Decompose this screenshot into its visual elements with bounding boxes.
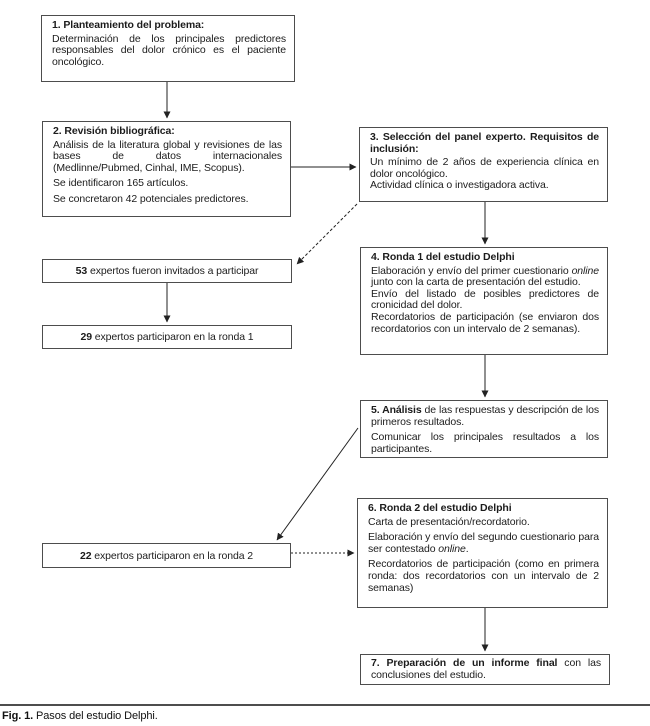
- step7-body: 7. Preparación de un informe final con l…: [371, 657, 601, 681]
- figure-caption: Fig. 1. Pasos del estudio Delphi.: [2, 710, 158, 722]
- arrow-step5-to-round2: [276, 427, 359, 541]
- experts-round1-number: 29: [80, 331, 92, 343]
- step3-title: 3. Selección del panel experto. Requisit…: [370, 131, 599, 155]
- experts-invited-label: expertos fueron invitados a participar: [87, 265, 259, 277]
- step2-item-2: Se identificaron 165 artículos.: [53, 177, 189, 190]
- experts-round2-box: 22 expertos participaron en la ronda 2: [42, 543, 291, 568]
- step2-box: 2. Revisión bibliográfica: Análisis de l…: [42, 121, 291, 217]
- step7-box: 7. Preparación de un informe final con l…: [360, 654, 610, 685]
- step3-item-1: Un mínimo de 2 años de experiencia clíni…: [370, 156, 599, 180]
- step6-item-2: Elaboración y envío del segundo cuestion…: [368, 531, 599, 555]
- step6-title: 6. Ronda 2 del estudio Delphi: [368, 502, 512, 514]
- caption-divider: [0, 704, 650, 706]
- step6-item-1: Carta de presentación/recordatorio.: [368, 515, 530, 528]
- experts-round1-box: 29 expertos participaron en la ronda 1: [42, 325, 292, 349]
- step2-item-1: Análisis de la literatura global y revis…: [53, 138, 282, 174]
- online-italic: online: [438, 542, 466, 555]
- step4-item-2: Envío del listado de posibles predictore…: [371, 287, 599, 312]
- step1-body: Determinación de los principales predict…: [52, 32, 286, 68]
- step1-title: 1. Planteamiento del problema:: [52, 19, 205, 31]
- step6-item-3: Recordatorios de participación (como en …: [368, 558, 599, 594]
- step1-box: 1. Planteamiento del problema: Determina…: [41, 15, 295, 82]
- step5-item-1: 5. Análisis de las respuestas y descripc…: [371, 404, 599, 428]
- experts-round2-number: 22: [79, 549, 92, 562]
- step4-item-3: Recordatorios de participación (se envia…: [371, 310, 599, 335]
- arrow-step3-to-invited-dashed: [296, 203, 358, 265]
- experts-invited-number: 53: [75, 265, 88, 277]
- step2-item-3: Se concretaron 42 potenciales predictore…: [53, 192, 249, 205]
- figure-caption-label: Fig. 1.: [2, 710, 34, 722]
- experts-round1-label: expertos participaron en la ronda 1: [91, 331, 254, 343]
- step2-title: 2. Revisión bibliográfica:: [53, 125, 175, 137]
- step6-box: 6. Ronda 2 del estudio Delphi Carta de p…: [357, 498, 608, 608]
- step4-item-1: Elaboración y envío del primer cuestiona…: [371, 264, 600, 289]
- online-italic: online: [571, 264, 600, 277]
- step3-box: 3. Selección del panel experto. Requisit…: [359, 127, 608, 202]
- step5-item-2: Comunicar los principales resultados a l…: [371, 431, 599, 455]
- experts-invited-box: 53 expertos fueron invitados a participa…: [42, 259, 292, 283]
- experts-round2-label: expertos participaron en la ronda 2: [91, 549, 254, 562]
- step5-box: 5. Análisis de las respuestas y descripc…: [360, 400, 608, 458]
- step3-item-2: Actividad clínica o investigadora activa…: [370, 179, 549, 192]
- figure-caption-text: Pasos del estudio Delphi.: [33, 710, 158, 722]
- step4-box: 4. Ronda 1 del estudio Delphi Elaboració…: [360, 247, 608, 355]
- step4-title: 4. Ronda 1 del estudio Delphi: [371, 251, 515, 263]
